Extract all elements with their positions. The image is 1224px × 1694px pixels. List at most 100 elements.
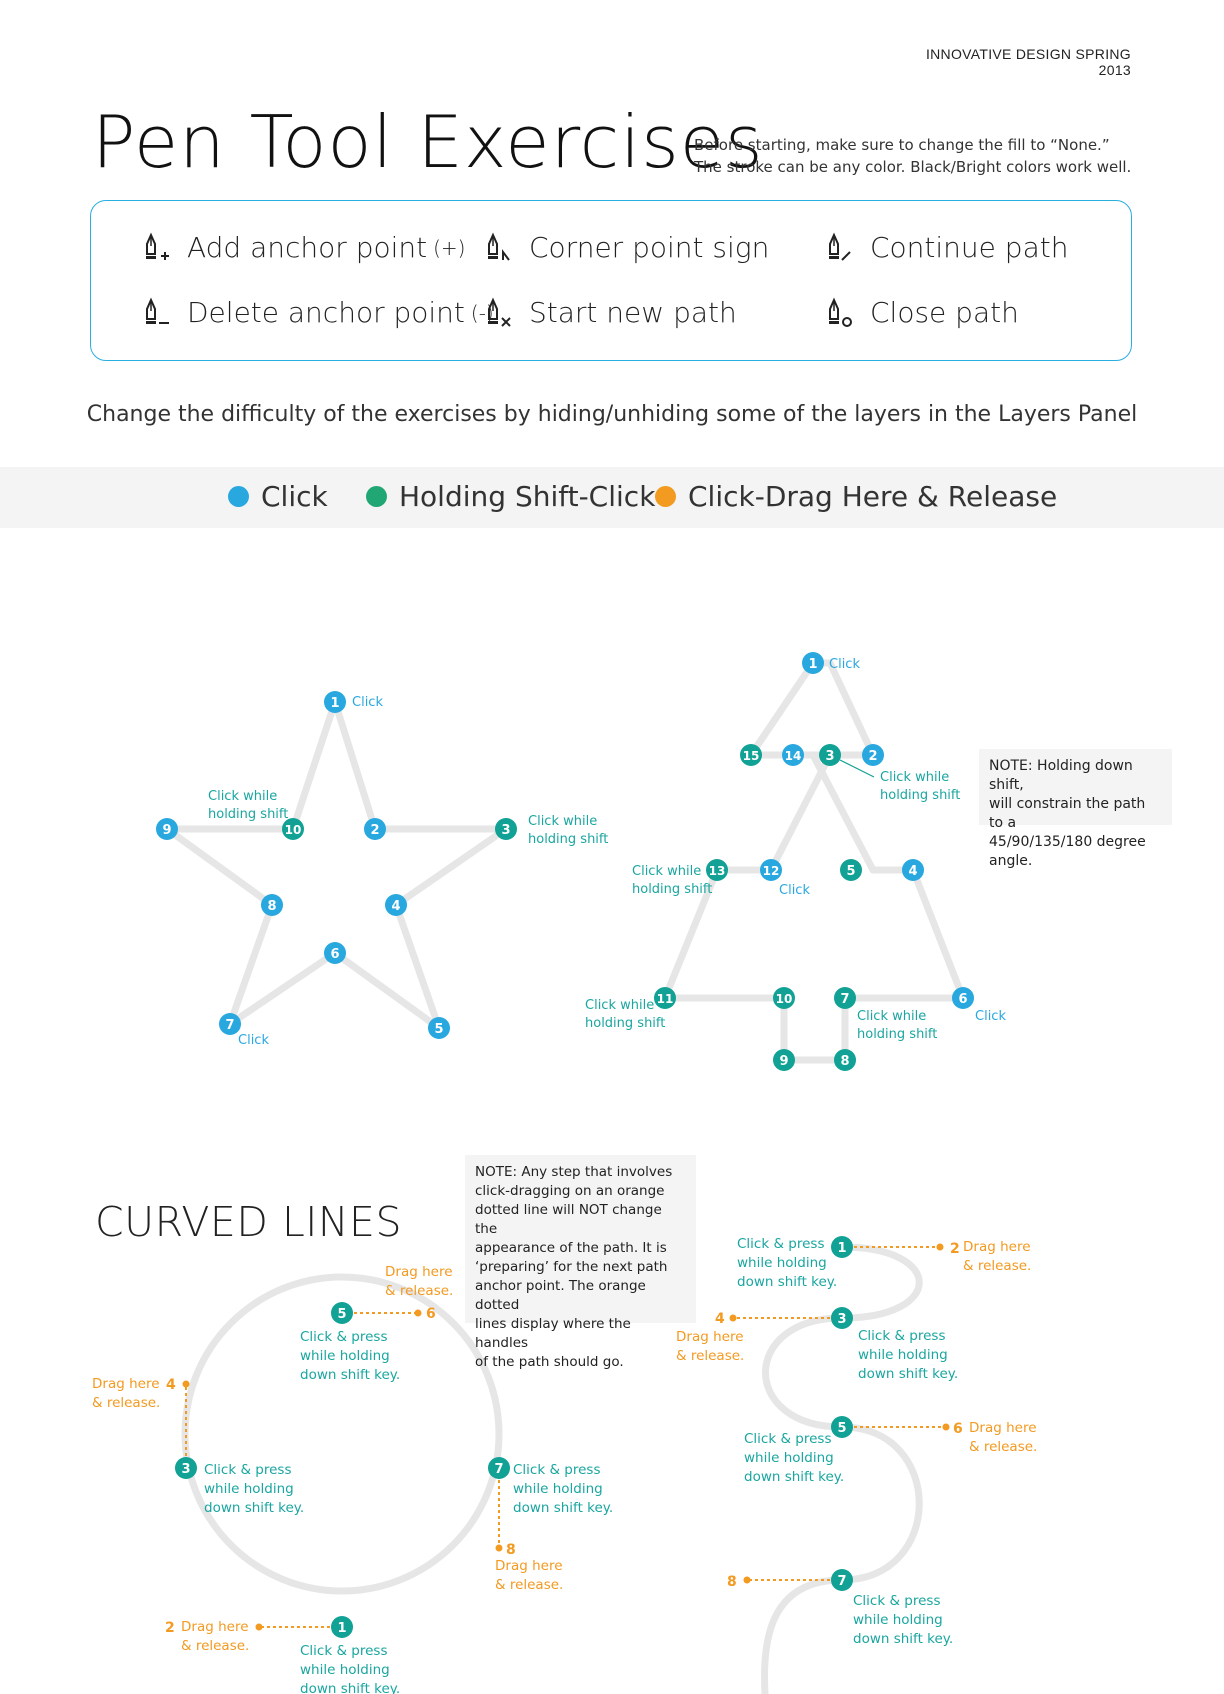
press-label: down shift key. (300, 1367, 400, 1383)
difficulty-text: Change the difficulty of the exercises b… (86, 402, 1138, 427)
press-label: Click & press (744, 1431, 831, 1447)
drag-label: Drag here (969, 1420, 1037, 1436)
s-press-labels: Click & press while holding down shift k… (737, 1236, 958, 1647)
anchor-number: 3 (825, 749, 834, 764)
handle-number: 2 (950, 1241, 960, 1257)
leader-line (839, 759, 875, 778)
drag-label: & release. (676, 1348, 744, 1364)
s-points: 1 3 5 7 (831, 1236, 853, 1591)
star-label: Click while (528, 814, 597, 829)
pen-add-icon (146, 232, 169, 260)
press-label: Click & press (858, 1328, 945, 1344)
pen-delete-icon (146, 297, 169, 324)
circle-handles (185, 1312, 500, 1628)
anchor-point: 8 (834, 1049, 856, 1071)
legend-label: Click (261, 480, 328, 513)
intro-text: Before starting, make sure to change the… (694, 134, 1131, 178)
intro-line-1: Before starting, make sure to change the… (694, 136, 1110, 154)
anchor-point: 15 (740, 744, 762, 766)
anchor-point: 7 (834, 987, 856, 1009)
note-line: anchor point. The orange dotted (475, 1278, 646, 1313)
tree-label: Click while (585, 998, 654, 1013)
tool-continue-path: Continue path (824, 231, 1068, 264)
anchor-point: 5 (840, 859, 862, 881)
tree-label: holding shift (880, 788, 960, 803)
header-tag: INNOVATIVE DESIGN SPRING 2013 (925, 46, 1131, 78)
curve-circle (181, 1273, 503, 1595)
star-label: Click (352, 695, 383, 710)
anchor-point: 12 (760, 859, 782, 881)
handle-number: 8 (506, 1542, 516, 1558)
press-label: while holding (300, 1662, 390, 1678)
anchor-number: 8 (840, 1054, 849, 1069)
tree-labels: Click Click while holding shift Click wh… (585, 657, 1006, 1042)
anchor-point: 7 (831, 1569, 853, 1591)
note-line: dotted line will NOT change the (475, 1202, 662, 1237)
anchor-number: 14 (785, 749, 802, 763)
anchor-number: 4 (908, 864, 917, 879)
handle-number: 6 (953, 1421, 963, 1437)
tool-delete-anchor: Delete anchor point(-) (141, 296, 494, 329)
note-line: appearance of the path. It is (475, 1240, 667, 1256)
anchor-point: 7 (488, 1457, 510, 1479)
anchor-number: 10 (285, 823, 302, 837)
handle-number: 6 (426, 1306, 436, 1322)
star-label: Click (238, 1033, 269, 1048)
anchor-point: 13 (706, 859, 728, 881)
legend-label: Holding Shift-Click (399, 480, 656, 513)
drag-label: Drag here (963, 1239, 1031, 1255)
curved-lines-title: CURVED LINES (95, 1198, 402, 1246)
pen-start-icon (488, 297, 511, 327)
press-label: down shift key. (300, 1681, 400, 1694)
anchor-number: 11 (657, 992, 674, 1006)
tree-points: 1 2 3 4 5 6 7 8 9 10 11 12 13 14 15 (654, 652, 974, 1071)
star-label: Click while (208, 789, 277, 804)
star-label: holding shift (208, 807, 288, 822)
circle-drag-labels: Drag here & release. Drag here & release… (92, 1264, 563, 1654)
anchor-point: 3 (175, 1457, 197, 1479)
shift-note: NOTE: Holding down shift, will constrain… (979, 749, 1172, 869)
tree-label: Click while (857, 1009, 926, 1024)
anchor-point: 3 (495, 818, 517, 840)
press-label: Click & press (737, 1236, 824, 1252)
s-drag-labels: Drag here & release. Drag here & release… (676, 1239, 1037, 1455)
tool-label: Continue path (870, 231, 1069, 264)
anchor-point: 10 (773, 987, 795, 1009)
tool-corner-point: Corner point sign (483, 231, 769, 264)
anchor-number: 4 (391, 899, 400, 914)
anchor-point: 14 (782, 744, 804, 766)
press-label: while holding (204, 1481, 294, 1497)
handle-number: 2 (165, 1620, 175, 1636)
anchor-point: 3 (831, 1307, 853, 1329)
drag-label: Drag here (385, 1264, 453, 1280)
legend-shift-click: Holding Shift-Click (366, 480, 655, 513)
anchor-number: 8 (267, 899, 276, 914)
circle-handle-numbers: 2 4 6 8 (165, 1306, 516, 1636)
tool-label: Add anchor point (187, 231, 428, 264)
anchor-point: 9 (773, 1049, 795, 1071)
anchor-point: 5 (331, 1302, 353, 1324)
tree-label: Click (829, 657, 860, 672)
anchor-point: 3 (819, 744, 841, 766)
note-line: of the path should go. (475, 1354, 624, 1370)
drag-label: & release. (969, 1439, 1037, 1455)
page-title: Pen Tool Exercises (92, 100, 764, 184)
drag-label: & release. (181, 1638, 249, 1654)
anchor-point: 2 (364, 818, 386, 840)
press-label: down shift key. (513, 1500, 613, 1516)
tool-label: Delete anchor point (187, 296, 465, 329)
star-label: holding shift (528, 832, 608, 847)
note-line: click-dragging on an orange (475, 1183, 665, 1199)
anchor-number: 7 (225, 1018, 234, 1033)
drag-label: & release. (495, 1577, 563, 1593)
press-label: while holding (858, 1347, 948, 1363)
legend-click-drag: Click-Drag Here & Release (655, 480, 1057, 513)
anchor-number: 1 (337, 1621, 346, 1636)
anchor-point: 1 (802, 652, 824, 674)
legend-label: Click-Drag Here & Release (688, 480, 1058, 513)
anchor-point: 1 (331, 1616, 353, 1638)
tree-label: holding shift (857, 1027, 937, 1042)
press-label: down shift key. (853, 1631, 953, 1647)
drag-label: & release. (92, 1395, 160, 1411)
